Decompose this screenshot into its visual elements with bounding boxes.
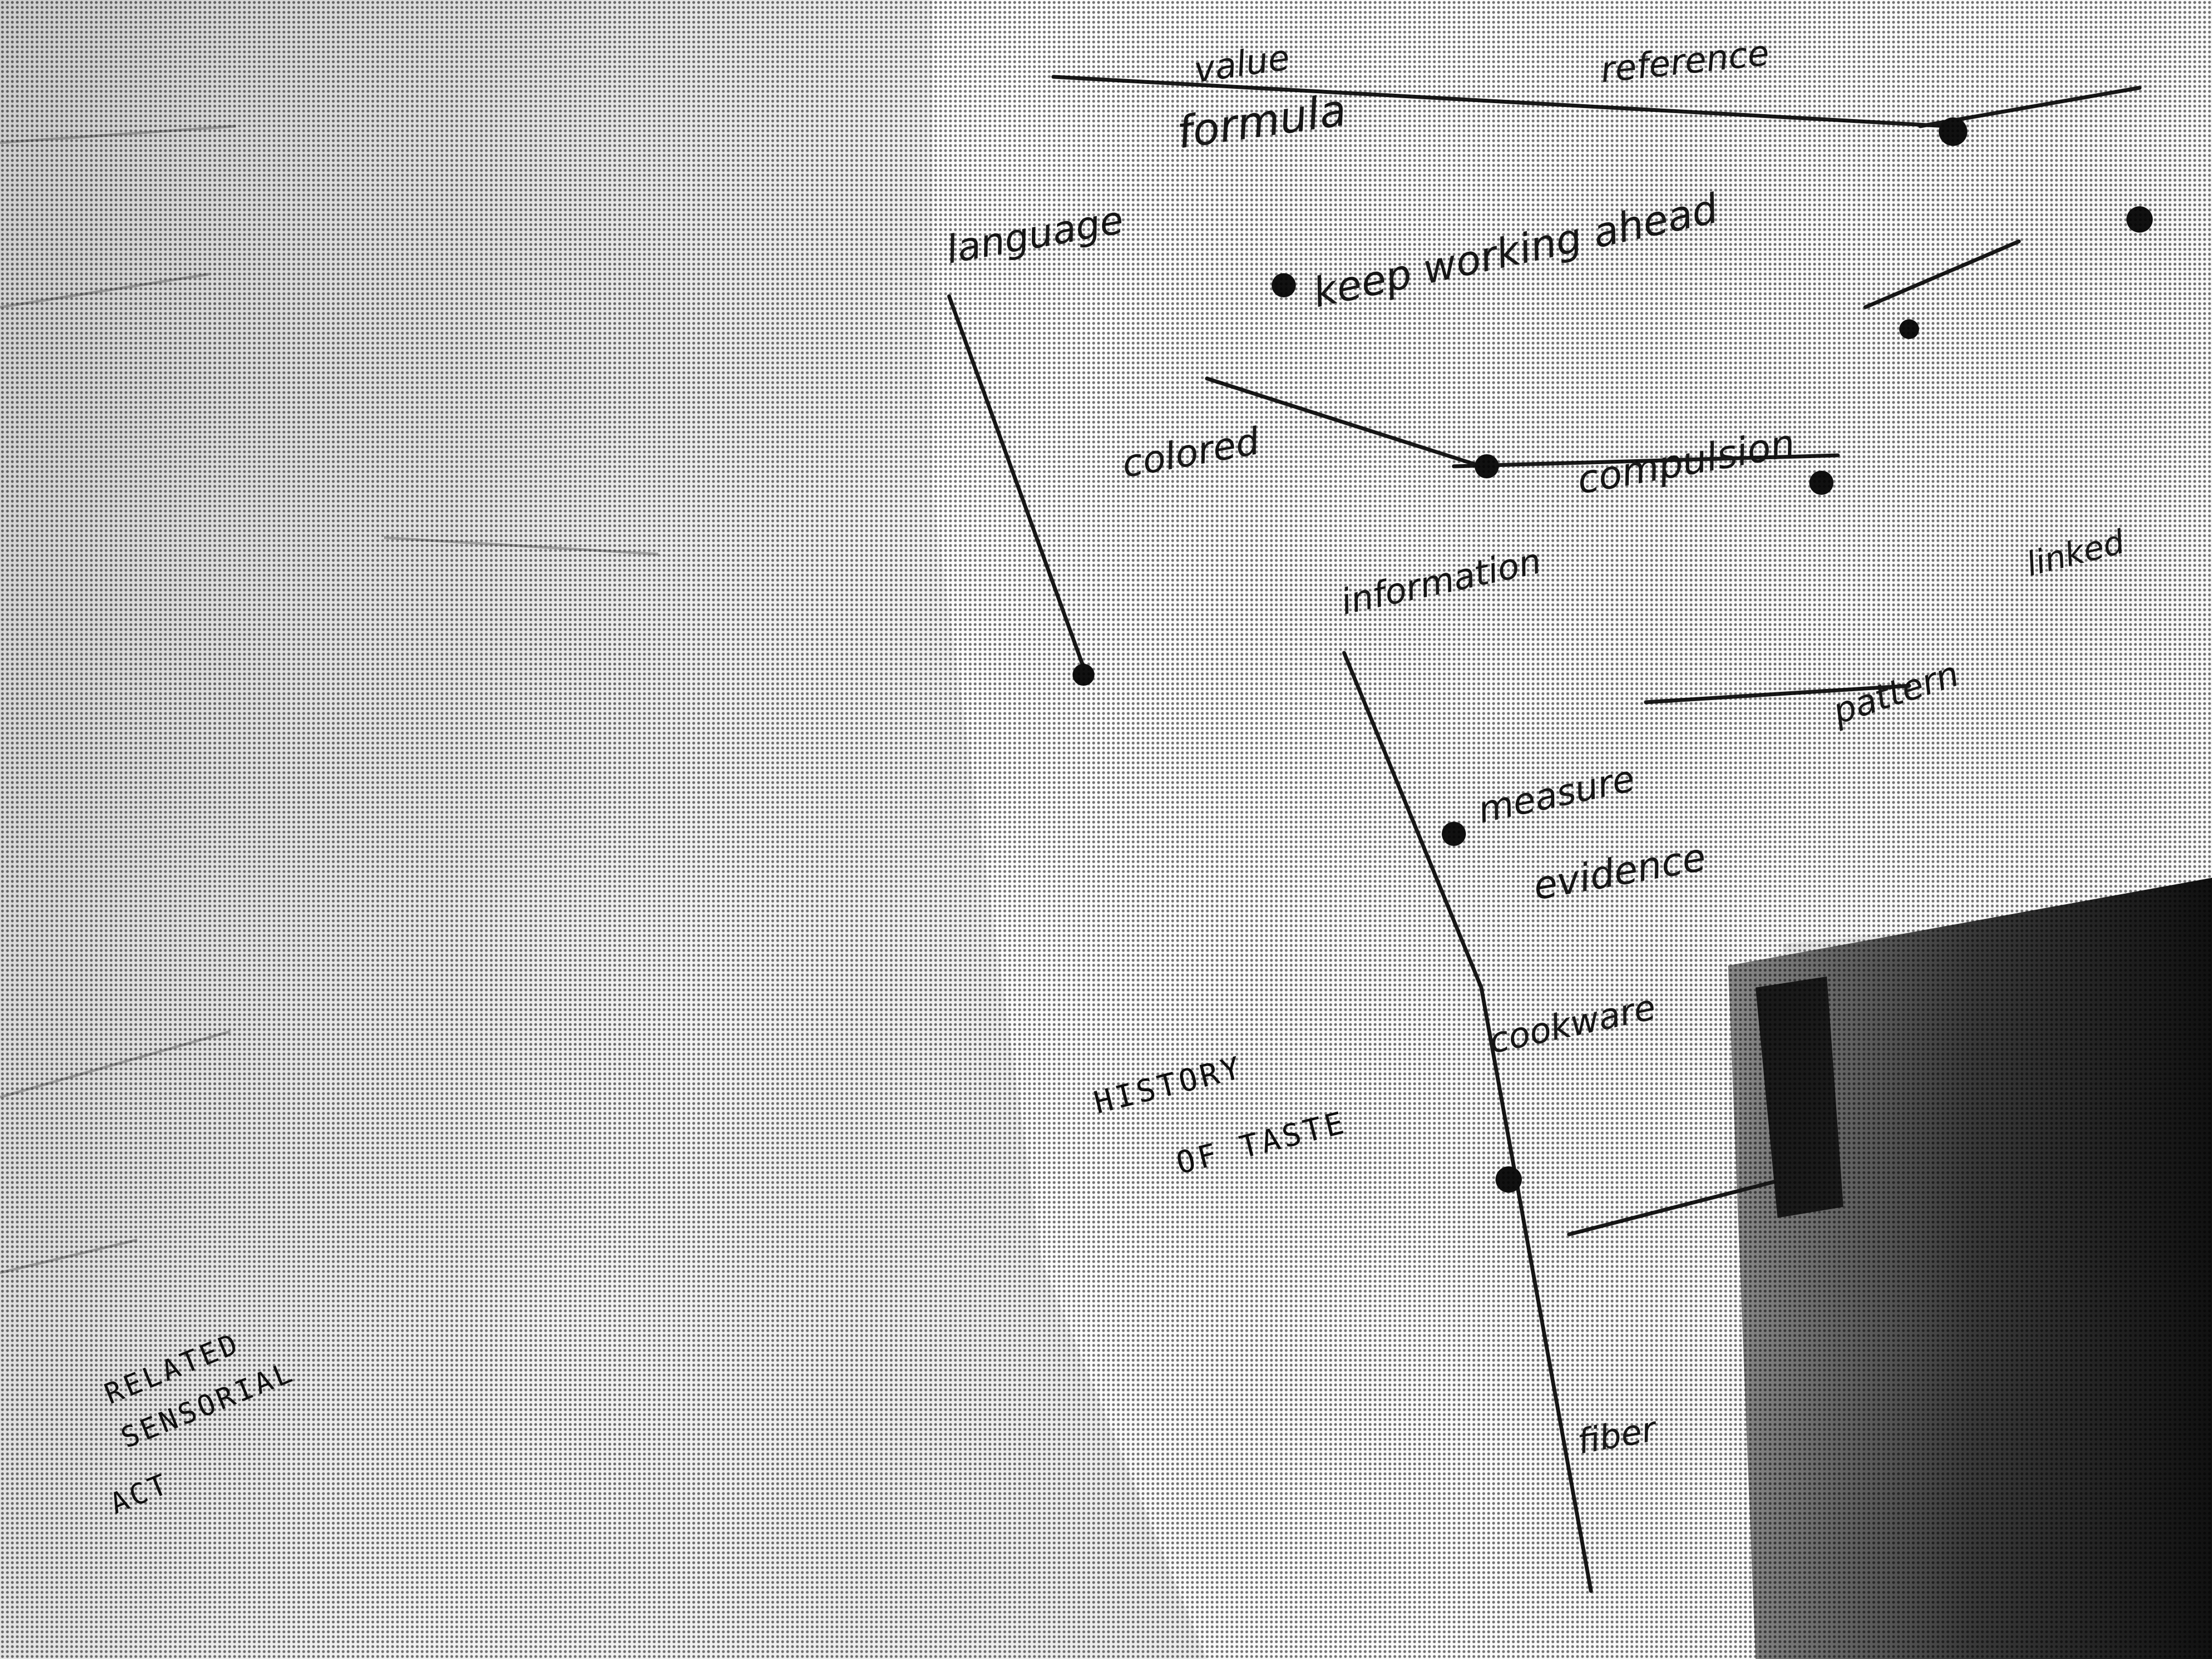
halftone-texture <box>0 0 2212 1659</box>
photo-scene: value reference formula language keep wo… <box>0 0 2212 1659</box>
